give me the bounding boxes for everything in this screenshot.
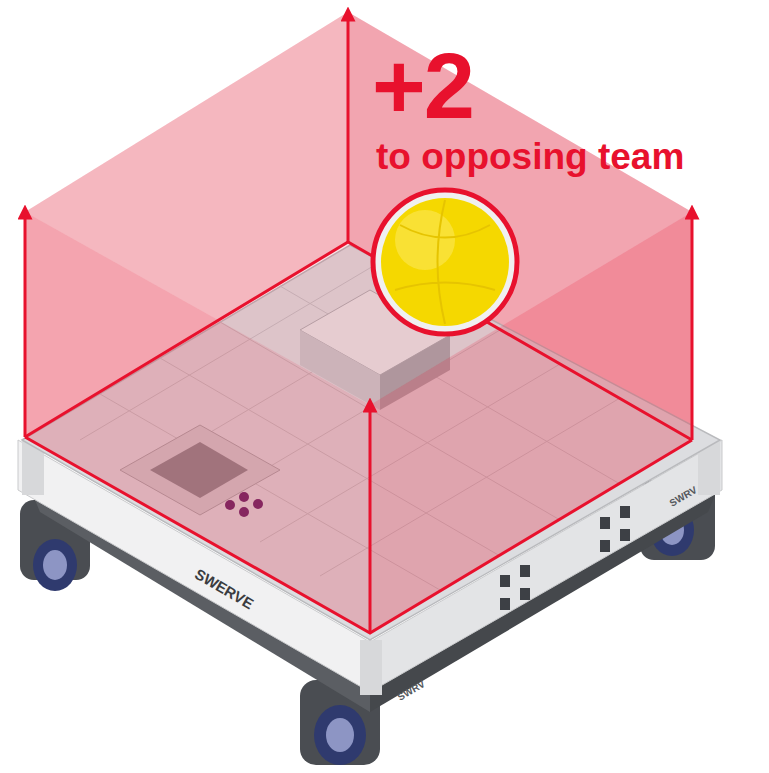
zone-edge bbox=[25, 14, 692, 633]
score-value: +2 bbox=[372, 40, 473, 132]
score-note: to opposing team bbox=[376, 138, 684, 175]
ball bbox=[373, 190, 517, 334]
